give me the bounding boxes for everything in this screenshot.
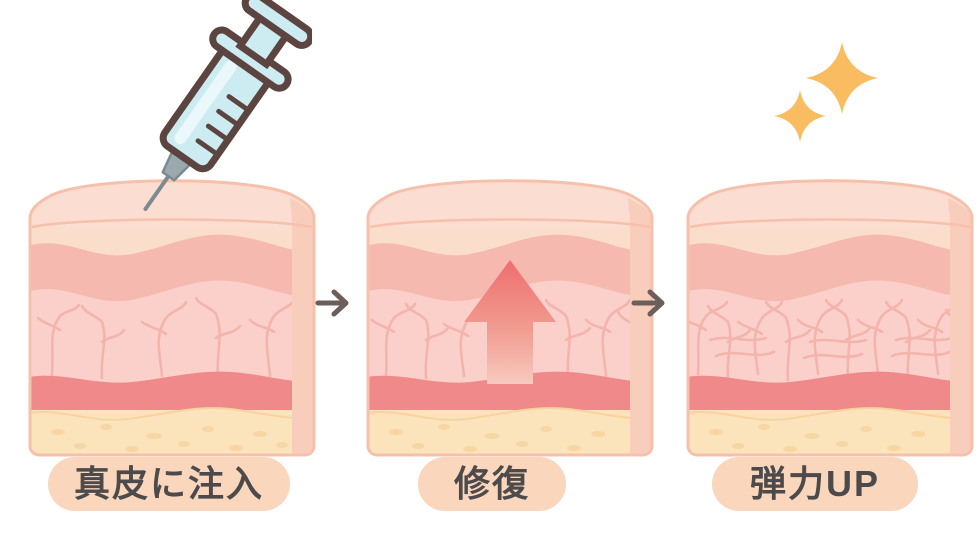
label-step-3: 弾力UP (712, 457, 918, 511)
skin-block-step-2 (360, 170, 660, 460)
repair-arrow-icon (464, 260, 556, 384)
syringe-icon (112, 0, 315, 234)
label-step-2: 修復 (418, 457, 566, 511)
label-step-1: 真皮に注入 (48, 457, 290, 511)
block-outline (366, 179, 654, 457)
skin-block-step-1 (22, 170, 322, 460)
skin-layers-step-2 (368, 180, 652, 455)
surface-line (369, 218, 651, 229)
collagen-fibers (36, 296, 296, 380)
sparkles-group (768, 38, 888, 150)
sparkle-small-icon (774, 90, 826, 142)
sparkle-large-icon (806, 42, 878, 114)
skin-layers-step-1 (30, 180, 314, 455)
label-step-2-text: 修復 (453, 463, 530, 504)
arrow-right-icon-2 (626, 280, 672, 326)
surface-line (31, 218, 313, 229)
graduation-marks (195, 94, 252, 158)
label-step-3-text: 弾力UP (749, 463, 880, 504)
skin-layers-step-3 (688, 180, 972, 455)
block-outline (686, 179, 974, 457)
surface-line (689, 218, 971, 229)
block-outline (28, 179, 316, 457)
skin-block-step-3 (680, 170, 977, 460)
needle (143, 174, 171, 212)
arrow-right-icon-1 (310, 280, 356, 326)
plunger-cap (241, 0, 315, 49)
collagen-fibers-dense (688, 298, 969, 382)
label-step-1-text: 真皮に注入 (74, 463, 265, 504)
barrel-highlight (174, 60, 237, 145)
